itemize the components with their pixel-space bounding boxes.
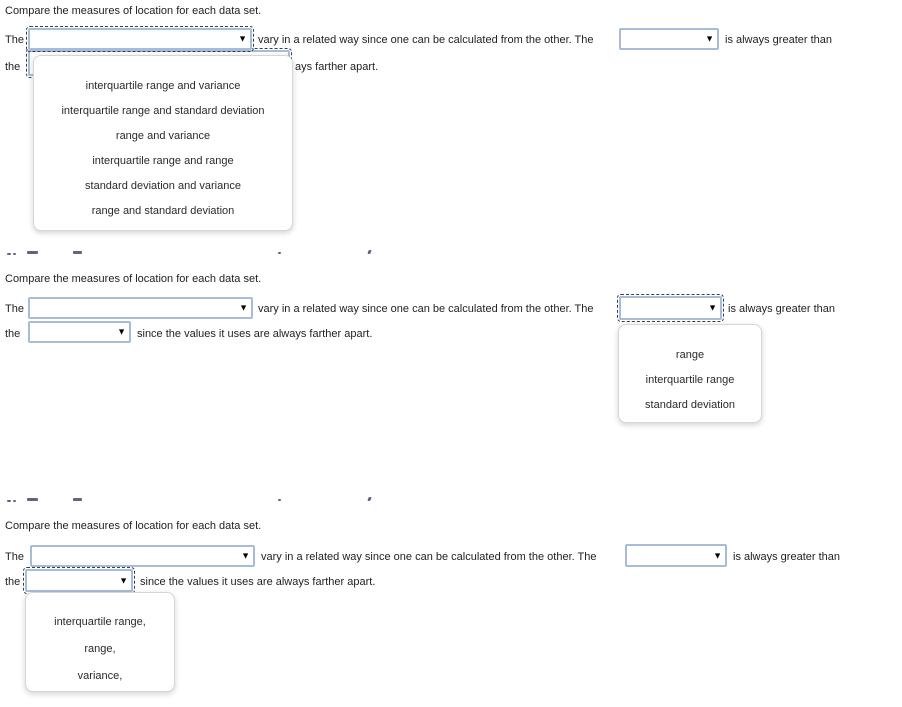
select-arrow-icon: ▼ (238, 33, 247, 44)
dropdown-panel-measures: range interquartile range standard devia… (618, 324, 762, 423)
dropdown-panel-measures-comma: interquartile range, range, variance, (25, 592, 175, 692)
sentence-word-the: The (5, 551, 24, 563)
pair-select[interactable]: ▼ (30, 545, 255, 567)
dropdown-panel-pairs: interquartile range and variance interqu… (33, 55, 293, 231)
dropdown-option[interactable]: interquartile range and range (92, 155, 234, 167)
sentence-word-the: The (5, 303, 24, 315)
clipped-text-line (0, 496, 400, 503)
select-arrow-icon: ▼ (117, 326, 126, 337)
question-prompt: Compare the measures of location for eac… (5, 5, 262, 17)
sentence-word-the: The (5, 34, 24, 46)
select-arrow-icon: ▼ (705, 33, 714, 44)
dropdown-option[interactable]: interquartile range (645, 374, 735, 386)
lesser-measure-select[interactable]: ▼ (28, 321, 131, 343)
sentence-word-the: the (5, 61, 21, 73)
sentence-since-text: since the values it uses are always fart… (140, 576, 376, 588)
dropdown-option[interactable]: range, (84, 643, 116, 655)
greater-measure-select[interactable]: ▼ (617, 294, 724, 322)
dropdown-option[interactable]: range and standard deviation (91, 205, 235, 217)
dropdown-option[interactable]: standard deviation and variance (85, 180, 241, 192)
question-prompt: Compare the measures of location for eac… (5, 520, 262, 532)
select-arrow-icon: ▼ (239, 302, 248, 313)
sentence-vary-text: vary in a related way since one can be c… (258, 303, 594, 315)
sentence-greater-text: is always greater than (725, 34, 832, 46)
clipped-text-line (0, 249, 400, 256)
dropdown-option[interactable]: range and variance (115, 130, 211, 142)
select-arrow-icon: ▼ (713, 550, 722, 560)
dropdown-option[interactable]: interquartile range and standard deviati… (61, 105, 265, 117)
select-arrow-icon: ▼ (708, 302, 717, 313)
dropdown-option[interactable]: interquartile range and variance (85, 80, 241, 92)
dropdown-option[interactable]: variance, (77, 670, 123, 682)
dropdown-option[interactable]: range (675, 349, 705, 361)
dropdown-option[interactable]: standard deviation (645, 399, 735, 411)
sentence-vary-text: vary in a related way since one can be c… (258, 34, 594, 46)
pair-select[interactable]: ▼ (28, 297, 253, 319)
sentence-since-text: since the values it uses are always fart… (137, 328, 373, 340)
dropdown-option[interactable]: interquartile range, (54, 616, 146, 628)
sentence-word-the: the (5, 576, 21, 588)
greater-measure-select[interactable]: ▼ (619, 28, 719, 50)
greater-measure-select[interactable]: ▼ (625, 544, 727, 567)
pair-select[interactable]: ▼ (26, 26, 254, 52)
sentence-greater-text: is always greater than (733, 551, 840, 563)
select-arrow-icon: ▼ (241, 550, 250, 561)
select-arrow-icon: ▼ (119, 575, 128, 585)
sentence-greater-text: is always greater than (728, 303, 835, 315)
lesser-measure-select[interactable]: ▼ (23, 567, 135, 594)
sentence-word-the: the (5, 328, 21, 340)
sentence-vary-text: vary in a related way since one can be c… (261, 551, 597, 563)
sentence-since-fragment: ays farther apart. (295, 61, 379, 73)
question-prompt: Compare the measures of location for eac… (5, 273, 262, 285)
